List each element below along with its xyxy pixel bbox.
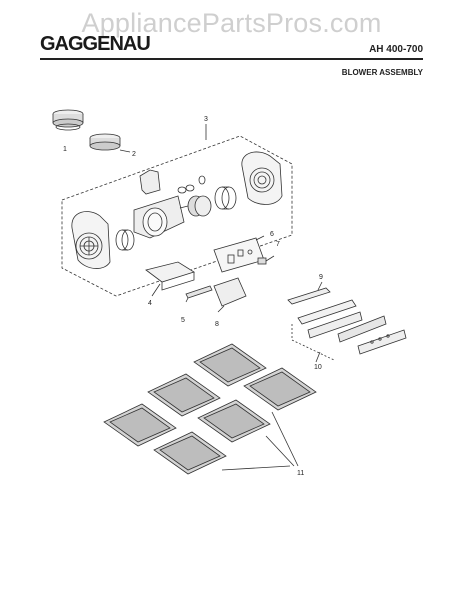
- part-9-bracket: [287, 281, 331, 305]
- motor-housing: [133, 195, 185, 239]
- part-4-bracket: [145, 261, 195, 297]
- part-8-support: [213, 277, 247, 313]
- left-blower-housing: [71, 211, 111, 269]
- part-7-switch: [257, 255, 275, 265]
- callout-10: 10: [314, 364, 322, 371]
- callout-1: 1: [63, 146, 67, 153]
- motor: [179, 195, 212, 217]
- part-6-circuit-board: [213, 235, 265, 273]
- part-2-cap: [89, 133, 131, 153]
- part-1-cap: [52, 109, 84, 131]
- header-rule: [40, 58, 423, 60]
- part-10-control-panel: [291, 299, 407, 363]
- section-title: BLOWER ASSEMBLY: [341, 68, 423, 77]
- callout-11: 11: [297, 470, 304, 477]
- watermark-text: AppliancePartsPros.com: [81, 8, 382, 38]
- right-blower-housing: [241, 151, 283, 205]
- filter-5: [197, 399, 271, 443]
- callout-2: 2: [132, 151, 136, 158]
- part-3-blower-outline: [61, 124, 293, 297]
- brand-logo: GAGGENAU: [40, 33, 151, 55]
- filter-4: [103, 403, 177, 447]
- model-number: AH 400-700: [369, 44, 423, 55]
- filter-2: [147, 373, 221, 417]
- callout-5: 5: [181, 317, 185, 324]
- callout-6: 6: [270, 231, 274, 238]
- filter-1: [193, 343, 267, 387]
- part-11-grease-filters: [103, 343, 317, 475]
- right-fan-wheel: [214, 186, 237, 210]
- duct-connector: [139, 169, 206, 195]
- callout-4: 4: [148, 300, 152, 307]
- callout-9: 9: [319, 274, 323, 281]
- callout-3: 3: [204, 116, 208, 123]
- part-5-strip: [185, 285, 213, 303]
- filter-6: [153, 431, 227, 475]
- callout-7: 7: [276, 241, 280, 248]
- callout-8: 8: [215, 321, 219, 328]
- filter-3: [243, 367, 317, 411]
- left-fan-wheel: [115, 229, 135, 251]
